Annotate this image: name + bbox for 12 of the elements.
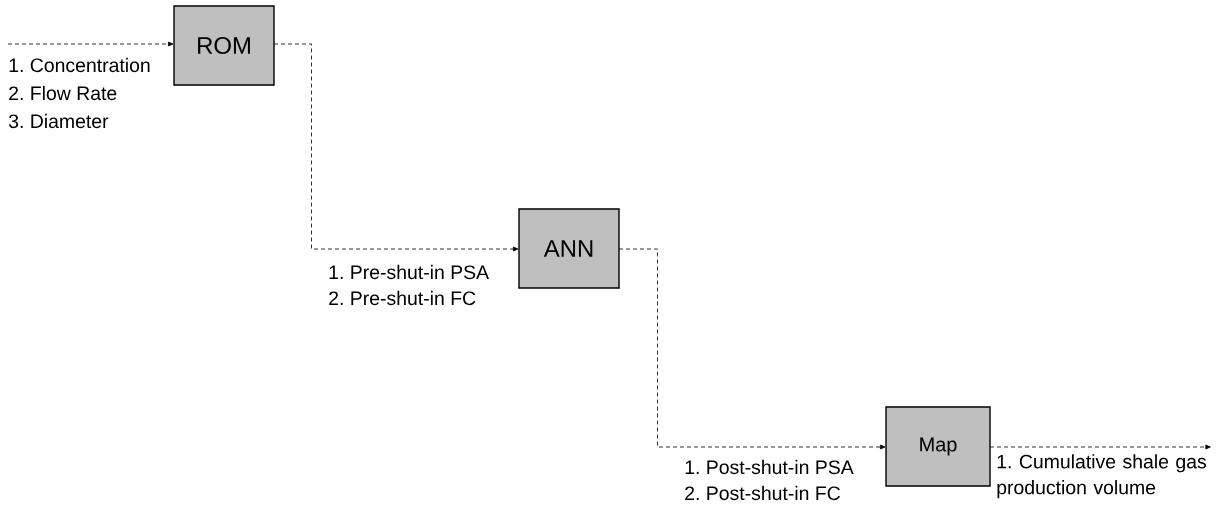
arrow xyxy=(7,41,174,47)
arrow xyxy=(273,43,519,252)
input-label: 3. Diameter xyxy=(8,113,109,129)
input-label: 2. Post-shut-in FC xyxy=(685,485,840,501)
arrow xyxy=(989,444,1211,450)
process-box: ROM xyxy=(173,5,275,86)
process-box: Map xyxy=(885,406,991,487)
input-label: 2. Flow Rate xyxy=(9,85,117,101)
output-label: 1. Cumulative shale gas production volume xyxy=(997,454,1207,499)
input-label: 2. Pre-shut-in FC xyxy=(329,290,476,306)
arrow xyxy=(618,248,886,450)
process-box: ANN xyxy=(518,208,620,289)
